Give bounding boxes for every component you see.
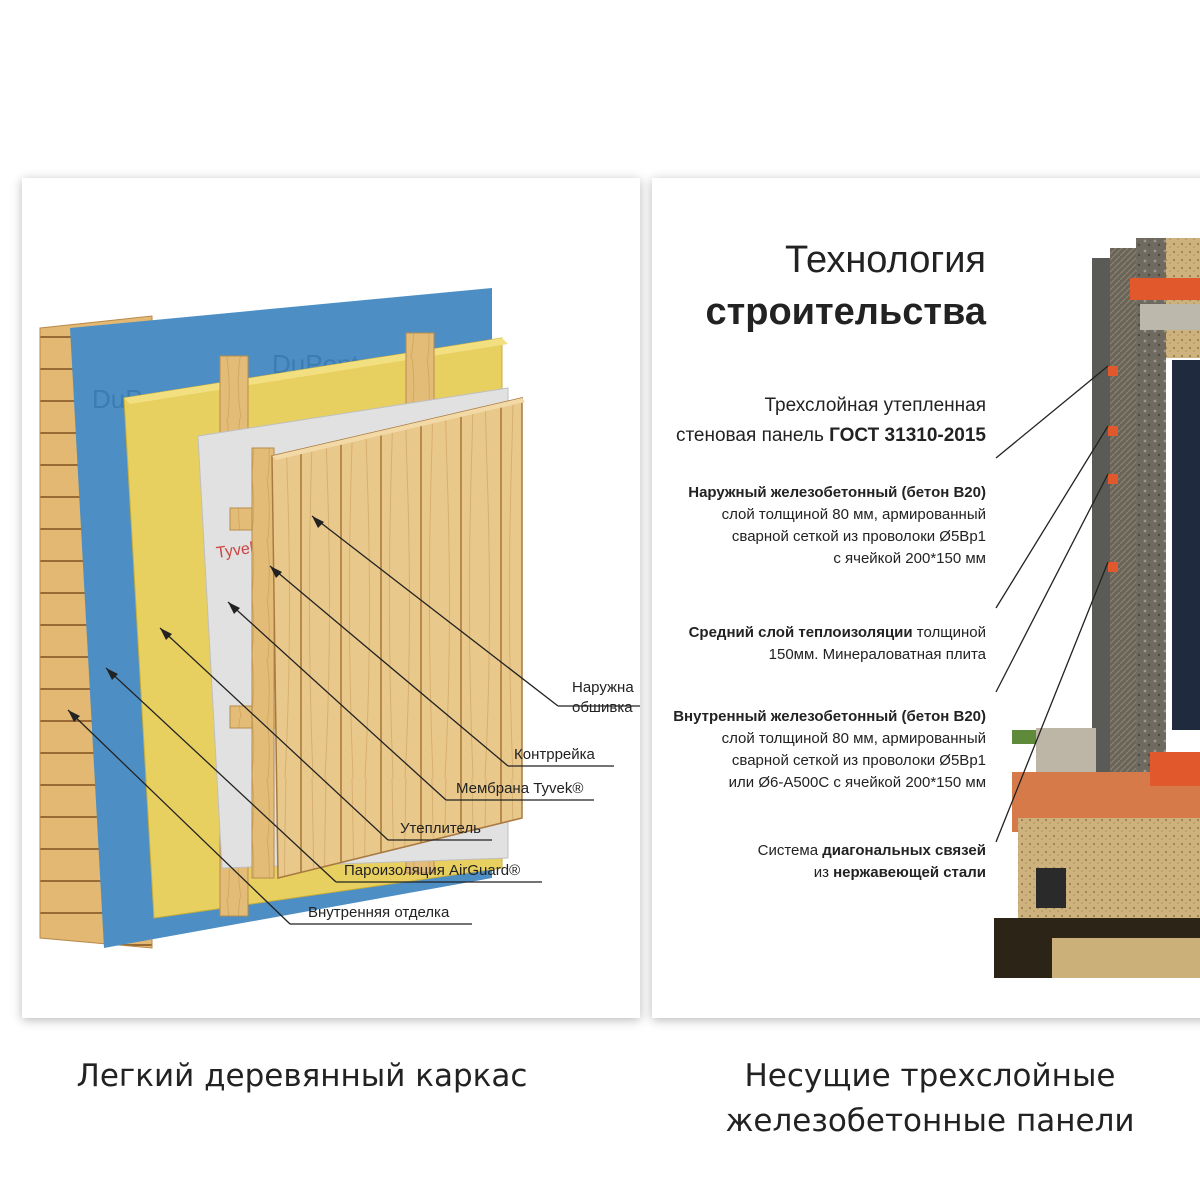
caption-concrete-line1: Несущие трехслойные	[744, 1058, 1116, 1094]
paragraph-inner-concrete: Внутренный железобетонный (бетон В20) сл…	[673, 706, 986, 794]
caption-concrete-line2: железобетонные панели	[725, 1103, 1135, 1139]
wood-frame-panel: DuPont DuPont Tyvek	[22, 178, 640, 1018]
label-insulation: Утеплитель	[400, 820, 481, 837]
p3-line3: или Ø6-А500С с ячейкой 200*150 мм	[728, 774, 986, 791]
paragraph-insulation: Средний слой теплоизоляции толщиной 150м…	[689, 622, 986, 666]
label-outer-line2: обшивка	[572, 699, 633, 716]
p4-bold1: диагональных связей	[822, 842, 986, 859]
p4-pre2: из	[813, 864, 834, 881]
leader-insulation-core	[995, 425, 1109, 609]
paragraph-outer-concrete: Наружный железобетонный (бетон В20) слой…	[688, 482, 986, 570]
p3-bold: Внутренный железобетонный (бетон В20)	[673, 708, 986, 725]
label-outer-cladding: Наружна обшивка	[572, 678, 634, 718]
label-counter-batten: Контррейка	[514, 746, 595, 763]
subtitle-line1: Трехслойная утепленная	[764, 395, 987, 416]
leader-inner	[67, 709, 291, 925]
subtitle-line2: стеновая панель ГОСТ 31310-2015	[676, 422, 986, 449]
p1-line3: с ячейкой 200*150 мм	[833, 550, 986, 567]
p1-bold: Наружный железобетонный (бетон В20)	[688, 484, 986, 501]
label-outer-line1: Наружна	[572, 679, 634, 696]
p1-line1: слой толщиной 80 мм, армированный	[721, 506, 986, 523]
subtitle-line2-text: стеновая панель	[675, 425, 830, 446]
leader-counter	[269, 565, 509, 767]
gost-number: ГОСТ 31310-2015	[829, 425, 986, 446]
concrete-panel: Технология строительства Трехслойная уте…	[652, 178, 1200, 1018]
leader-outer-concrete	[995, 365, 1109, 459]
label-vapor-barrier: Пароизоляция AirGuard®	[344, 862, 521, 879]
paragraph-diagonal-ties: Система диагональных связей из нержавеющ…	[758, 840, 986, 884]
p2-bold: Средний слой теплоизоляции	[688, 624, 913, 641]
title-line2: строительства	[705, 291, 986, 333]
label-inner-finish: Внутренняя отделка	[308, 904, 450, 921]
p2-line1: 150мм. Минераловатная плита	[768, 646, 986, 663]
wood-frame-illustration: DuPont DuPont Tyvek	[39, 288, 640, 949]
p1-line2: сварной сеткой из проволоки Ø5Bp1	[731, 528, 986, 545]
p3-line2: сварной сеткой из проволоки Ø5Bp1	[731, 752, 986, 769]
leader-membrane	[227, 601, 447, 801]
title-line1: Технология	[784, 239, 986, 281]
leader-diagonal-ties	[995, 561, 1109, 843]
caption-wood-frame: Легкий деревянный каркас	[76, 1058, 528, 1094]
p2-tail: толщиной	[912, 624, 986, 641]
label-membrane: Мембрана Tyvek®	[456, 780, 584, 797]
outer-cladding-layer	[271, 397, 523, 879]
p4-bold2: нержавеющей стали	[833, 864, 986, 881]
p3-line1: слой толщиной 80 мм, армированный	[721, 730, 986, 747]
leader-insulation	[159, 627, 389, 841]
leader-vapor	[105, 667, 337, 883]
concrete-panel-illustration	[994, 238, 1200, 978]
svg-text:Tyvek: Tyvek	[215, 539, 260, 562]
p4-pre: Система	[757, 842, 823, 859]
leader-inner-concrete	[995, 473, 1109, 693]
caption-concrete-panels: Несущие трехслойные железобетонные панел…	[660, 1054, 1200, 1144]
leader-outer	[311, 515, 559, 707]
